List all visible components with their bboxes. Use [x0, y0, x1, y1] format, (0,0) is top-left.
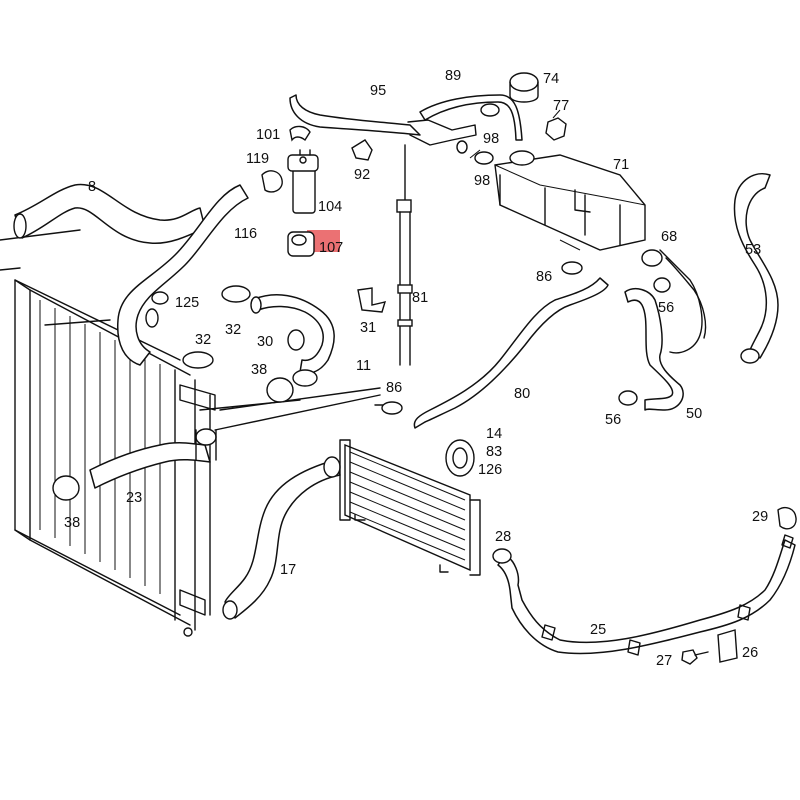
clamp-38b [52, 475, 80, 501]
expansion-tank-71 [494, 150, 646, 251]
label-125: 125 [175, 295, 199, 311]
label-98a: 98 [483, 131, 499, 147]
label-68: 68 [661, 229, 677, 245]
clamp-56a [653, 277, 671, 293]
label-89: 89 [445, 68, 461, 84]
clamp-30 [287, 329, 305, 351]
label-107: 107 [319, 240, 343, 256]
hose-50 [624, 249, 707, 411]
label-27: 27 [656, 653, 672, 669]
clamp-32b [182, 351, 214, 369]
part-119 [261, 170, 283, 193]
label-56a: 56 [658, 300, 674, 316]
clamp-86b [381, 401, 403, 415]
clamp-125 [151, 291, 169, 305]
label-31: 31 [360, 320, 376, 336]
part-77 [545, 117, 567, 141]
label-29: 29 [752, 509, 768, 525]
hose-89 [419, 94, 523, 141]
clamp-98a [480, 103, 500, 117]
hose-95 [289, 94, 477, 154]
label-38a: 38 [251, 362, 267, 378]
part-92 [351, 139, 373, 161]
hose-80 [413, 277, 609, 429]
label-83: 83 [486, 444, 502, 460]
label-77: 77 [553, 98, 569, 114]
ring-14 [445, 439, 475, 477]
label-74: 74 [543, 71, 559, 87]
label-8: 8 [88, 179, 96, 195]
label-71: 71 [613, 157, 629, 173]
label-126: 126 [478, 462, 502, 478]
label-86a: 86 [536, 269, 552, 285]
hose-116 [117, 184, 249, 366]
label-38b: 38 [64, 515, 80, 531]
label-32b: 32 [195, 332, 211, 348]
label-86b: 86 [386, 380, 402, 396]
hose-8 [13, 183, 206, 244]
label-92: 92 [354, 167, 370, 183]
label-81: 81 [412, 290, 428, 306]
clamps [52, 103, 671, 564]
oil-cooler [339, 439, 481, 576]
label-26: 26 [742, 645, 758, 661]
highlight-marker [307, 230, 340, 252]
label-32a: 32 [225, 322, 241, 338]
label-119: 119 [246, 151, 269, 167]
rod-81 [396, 144, 413, 366]
hose-23 [89, 428, 217, 489]
label-80: 80 [514, 386, 530, 402]
part-101 [289, 125, 311, 142]
label-11: 11 [356, 358, 371, 374]
pipe-25 [497, 534, 796, 656]
part-107 [287, 231, 315, 257]
label-14: 14 [486, 426, 502, 442]
clamp-68 [641, 249, 663, 267]
label-30: 30 [257, 334, 273, 350]
label-28: 28 [495, 529, 511, 545]
label-98b: 98 [474, 173, 490, 189]
part-31 [357, 287, 387, 313]
clamp-86a [561, 261, 583, 275]
radiator [0, 229, 301, 637]
label-50: 50 [686, 406, 702, 422]
hose-53 [733, 173, 779, 364]
label-56b: 56 [605, 412, 621, 428]
callout-labels: 8 116 101 119 104 107 95 89 74 77 98 98 … [64, 68, 768, 669]
label-53: 53 [745, 242, 761, 258]
label-17: 17 [280, 562, 296, 578]
part-29 [777, 506, 797, 530]
hose-17 [222, 456, 341, 620]
label-101: 101 [256, 127, 280, 143]
label-95: 95 [370, 83, 386, 99]
hose-11 [250, 294, 335, 387]
label-25: 25 [590, 622, 606, 638]
clamp-32a [221, 285, 251, 303]
label-23: 23 [126, 490, 142, 506]
part-104 [287, 149, 319, 214]
cap-74 [509, 72, 539, 103]
label-116: 116 [234, 226, 257, 242]
clamp-56b [618, 390, 638, 406]
part-27 [681, 649, 709, 665]
label-104: 104 [318, 199, 342, 215]
part-26 [717, 629, 738, 663]
clamp-28 [492, 548, 512, 564]
clamp-98b [474, 151, 494, 165]
clamp-38a [266, 377, 294, 403]
